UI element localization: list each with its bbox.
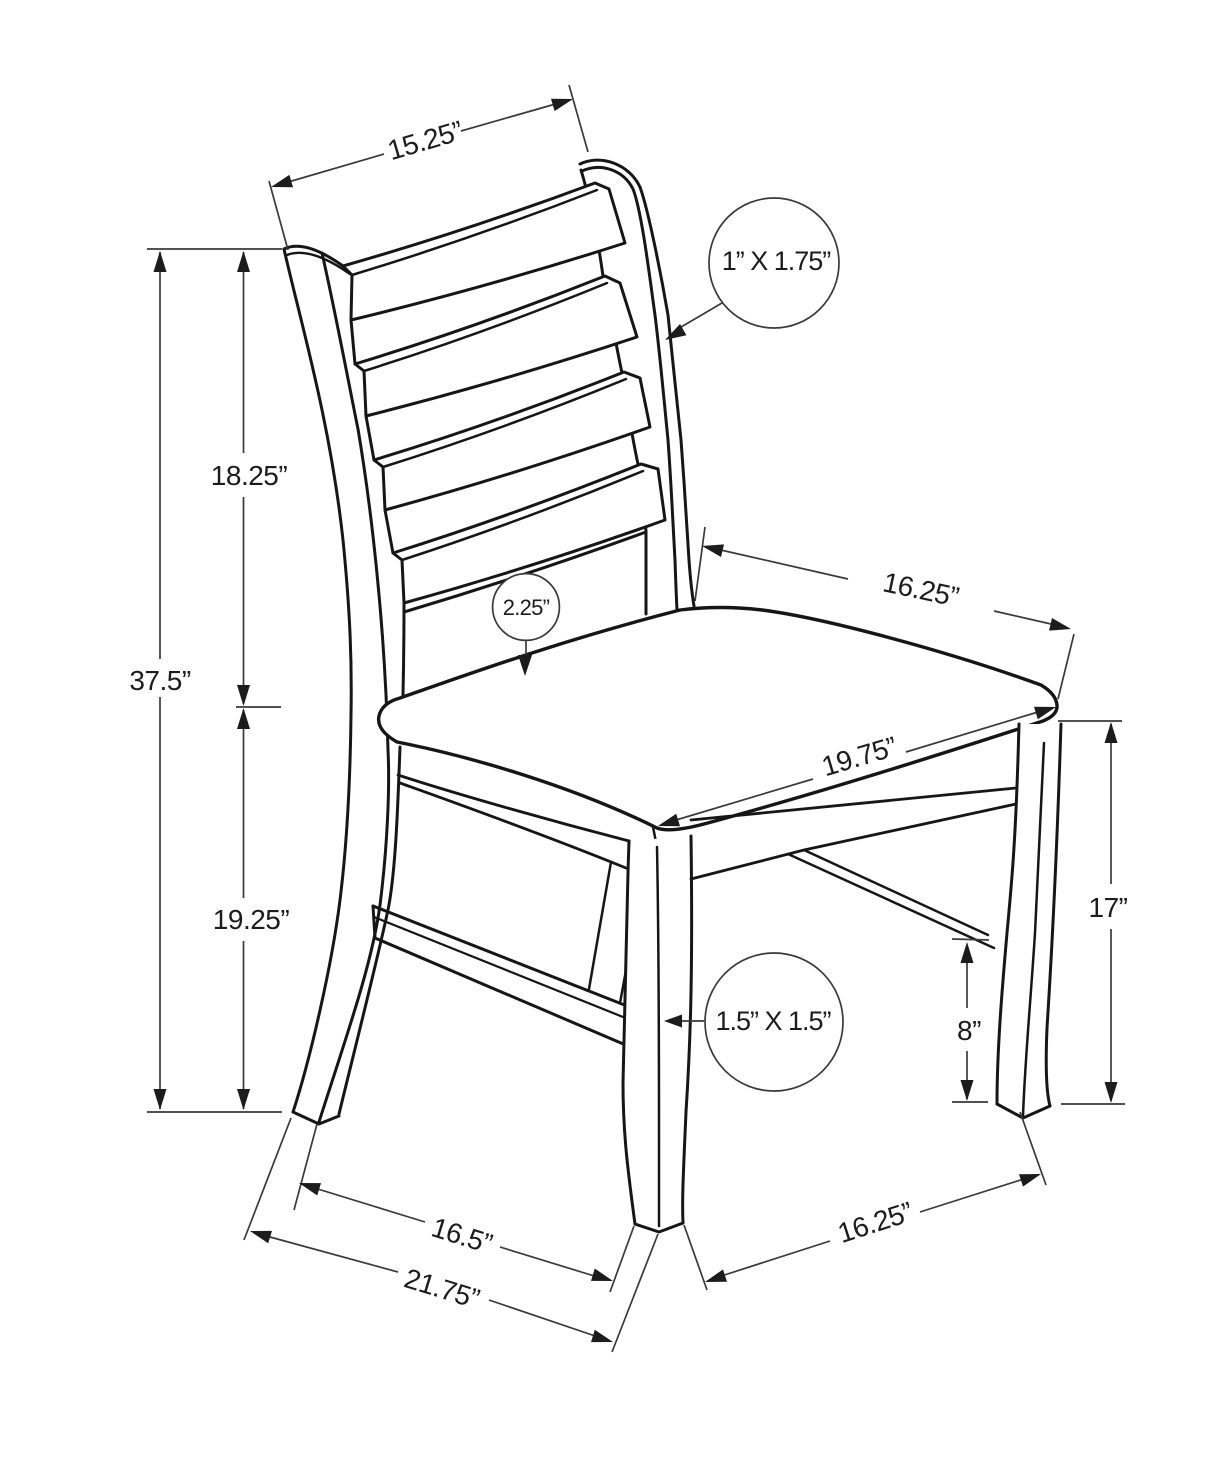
svg-text:1.5” X 1.5”: 1.5” X 1.5”: [715, 1006, 830, 1036]
svg-text:18.25”: 18.25”: [211, 460, 288, 491]
svg-text:37.5”: 37.5”: [129, 665, 190, 696]
svg-text:1” X 1.75”: 1” X 1.75”: [722, 246, 831, 276]
svg-text:8”: 8”: [957, 1015, 981, 1046]
svg-text:2.25”: 2.25”: [503, 595, 550, 620]
svg-text:19.25”: 19.25”: [213, 904, 290, 935]
svg-text:17”: 17”: [1089, 892, 1128, 923]
